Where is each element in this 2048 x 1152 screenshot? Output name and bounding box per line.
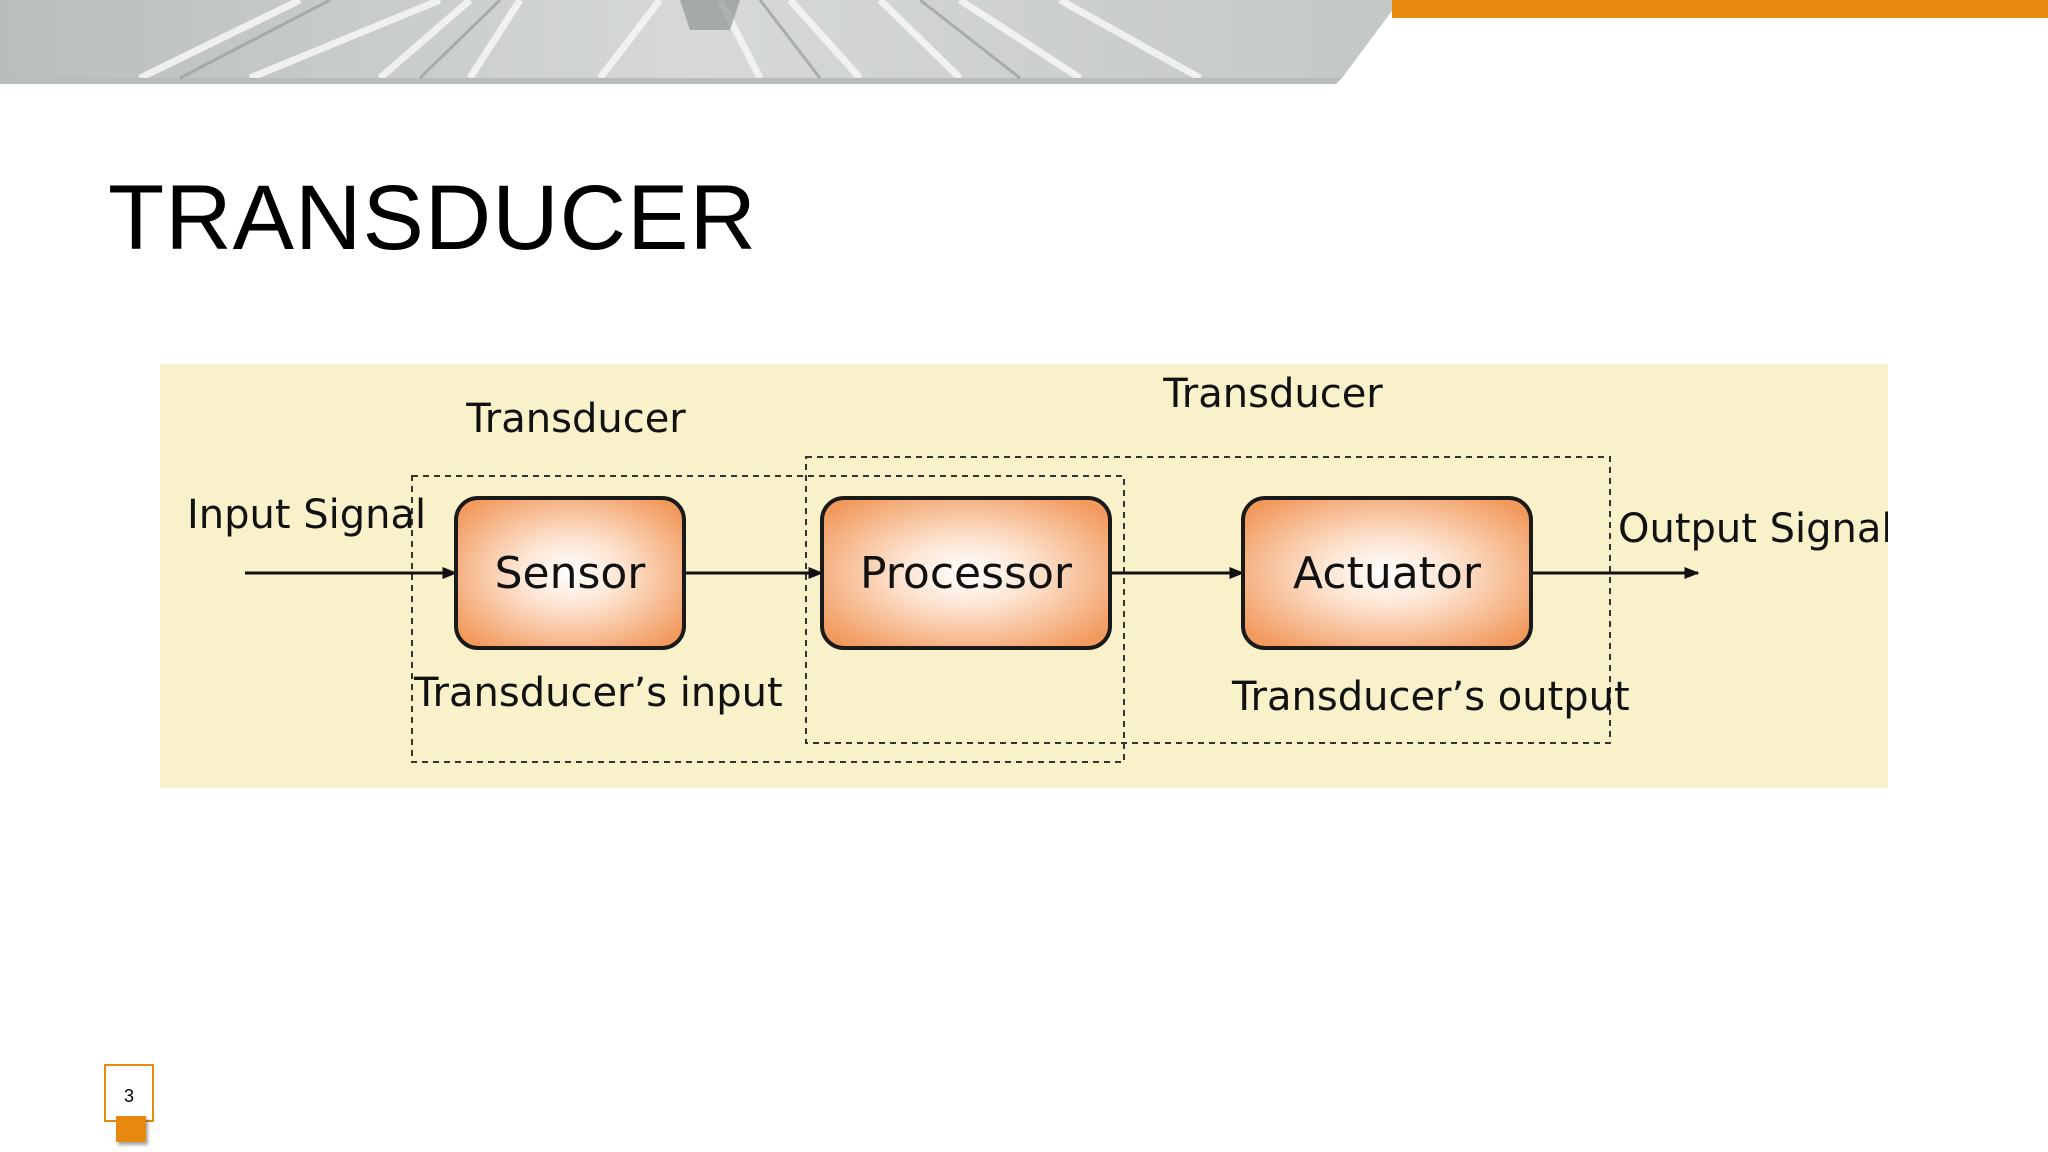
header-photo [0,0,1400,84]
output-signal-label: Output Signal [1618,506,1888,552]
page-number-tab [116,1116,146,1142]
transducer-input-label: Transducer’s input [413,670,783,716]
group-label-left: Transducer [465,396,686,442]
input-signal-label: Input Signal [187,492,426,538]
page-number: 3 [123,1086,134,1106]
diagram-canvas: Sensor Processor Actuator Transducer Tra… [187,371,1888,763]
header-accent-bar [1392,0,2048,18]
transducer-diagram: Sensor Processor Actuator Transducer Tra… [160,364,1888,788]
block-actuator: Actuator [1241,496,1533,650]
header-banner [0,0,2048,84]
group-label-right: Transducer [1162,371,1383,417]
transducer-output-label: Transducer’s output [1231,674,1630,720]
block-processor-label: Processor [860,548,1073,599]
slide-title: TRANSDUCER [108,167,757,269]
group-box-right [805,456,1611,744]
page-number-box: 3 [104,1064,154,1122]
block-sensor: Sensor [454,496,686,650]
block-processor: Processor [820,496,1112,650]
block-sensor-label: Sensor [495,548,647,599]
block-actuator-label: Actuator [1293,548,1482,599]
group-box-left [411,475,1125,763]
